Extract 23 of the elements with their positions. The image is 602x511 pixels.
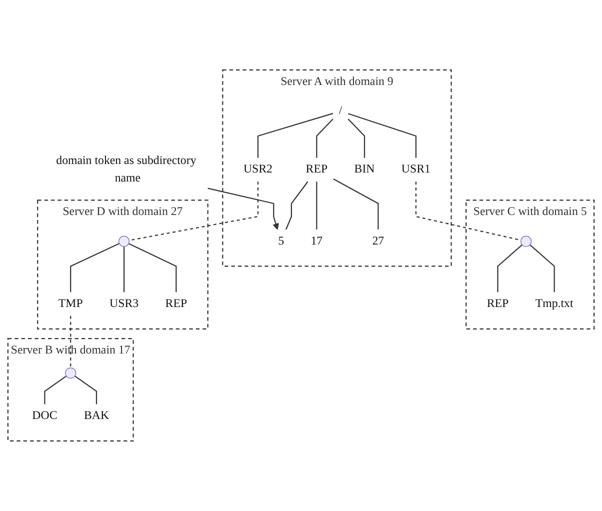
directory-name: REP [306, 163, 328, 176]
directory-name: BAK [84, 409, 110, 422]
junction-dot [520, 236, 532, 247]
server-caption: Server C with domain 5 [473, 205, 587, 218]
directory-name: 27 [372, 234, 384, 248]
directory-name: USR1 [401, 163, 430, 176]
directory-name: USR3 [110, 297, 139, 310]
directory-name: domain token as subdirectory name [56, 154, 196, 185]
directory-name: Tmp.txt [535, 297, 574, 310]
directory-name: 5 [278, 234, 284, 248]
directory-name: USR2 [243, 163, 272, 176]
directory-name: REP [165, 297, 188, 310]
directory-name: DOC [32, 409, 58, 422]
junction-dot [118, 236, 130, 247]
directory-name: TMP [58, 297, 83, 310]
directory-name: 17 [310, 234, 323, 248]
server-caption: Server A with domain 9 [280, 75, 394, 88]
server-caption: Server B with domain 17 [10, 344, 130, 356]
directory-name: / [338, 104, 342, 118]
directory-name: BIN [354, 163, 375, 176]
server-caption: Server D with domain 27 [62, 205, 183, 218]
directory-name: REP [486, 297, 509, 310]
junction-dot [65, 368, 76, 379]
